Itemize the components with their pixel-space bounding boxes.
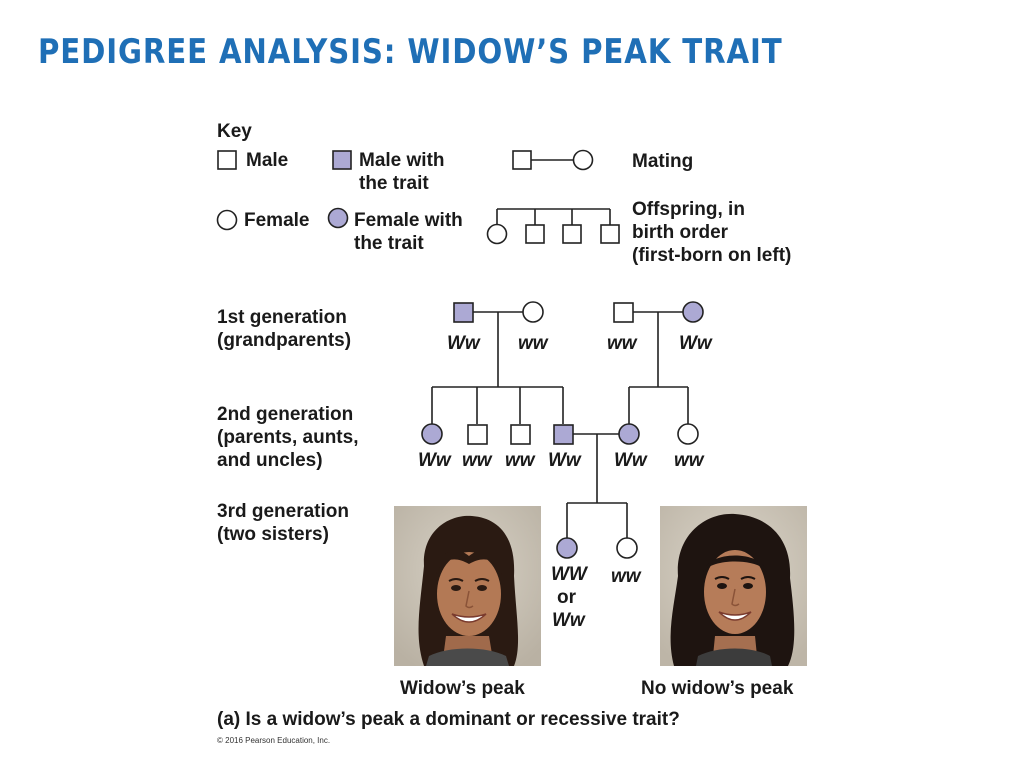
- gen3-label-1: 3rd generation: [217, 501, 349, 522]
- key-male-label: Male: [246, 150, 289, 171]
- gen1-label-1: 1st generation: [217, 307, 347, 328]
- slide-title: PEDIGREE ANALYSIS: WIDOW’S PEAK TRAIT: [38, 32, 783, 72]
- g1-male-left: [453, 302, 474, 323]
- key-offspring-label-2: birth order: [632, 222, 729, 243]
- genotype-g1-female-left: ww: [518, 333, 548, 354]
- g2-female-1: [421, 423, 443, 445]
- key-female-label: Female: [244, 210, 310, 231]
- g1-female-left: [522, 301, 544, 323]
- g2-female-5: [618, 423, 640, 445]
- g3-female-1: [556, 537, 578, 559]
- key-offspring-label-1: Offspring, in: [632, 199, 745, 220]
- genotype-g1-male-right: ww: [607, 333, 637, 354]
- photo-no-widows-peak: [660, 506, 807, 666]
- genotype-g1-female-right: Ww: [679, 333, 712, 354]
- key-mating-symbol: [512, 149, 594, 171]
- g2-male-3: [510, 424, 531, 445]
- g2-female-6: [677, 423, 699, 445]
- copyright: © 2016 Pearson Education, Inc.: [217, 736, 331, 745]
- key-offspring-label-3: (first-born on left): [632, 245, 792, 266]
- genotype-g2-3: ww: [505, 450, 535, 471]
- key-female-trait-label-1: Female with: [354, 210, 463, 231]
- gen2-label-3: and uncles): [217, 450, 323, 471]
- question-text: (a) Is a widow’s peak a dominant or rece…: [217, 709, 680, 730]
- g2-male-4: [553, 424, 574, 445]
- genotype-g2-2: ww: [462, 450, 492, 471]
- g1-male-right: [613, 302, 634, 323]
- caption-widows-peak: Widow’s peak: [400, 678, 525, 699]
- g3-female-2: [616, 537, 638, 559]
- caption-no-widows-peak: No widow’s peak: [641, 678, 794, 699]
- key-heading: Key: [217, 121, 252, 142]
- key-male-trait-symbol: [332, 150, 352, 170]
- genotype-g2-1: Ww: [418, 450, 451, 471]
- genotype-g2-4: Ww: [548, 450, 581, 471]
- genotype-g2-6: ww: [674, 450, 704, 471]
- key-female-trait-label-2: the trait: [354, 233, 424, 254]
- genotype-g2-5: Ww: [614, 450, 647, 471]
- genotype-g3-2: ww: [611, 566, 641, 587]
- key-offspring-symbol: [486, 208, 620, 245]
- genotype-g1-male-left: Ww: [447, 333, 480, 354]
- key-female-trait-symbol: [327, 207, 349, 229]
- g2-male-2: [467, 424, 488, 445]
- genotype-g3-1-a: WW: [551, 564, 587, 585]
- gen3-label-2: (two sisters): [217, 524, 329, 545]
- gen2-label-2: (parents, aunts,: [217, 427, 359, 448]
- genotype-g3-1-c: Ww: [552, 610, 585, 631]
- photo-widows-peak: [394, 506, 541, 666]
- genotype-g3-1-b: or: [557, 587, 576, 608]
- key-male-symbol: [217, 150, 237, 170]
- gen2-label-1: 2nd generation: [217, 404, 354, 425]
- key-male-trait-label-2: the trait: [359, 173, 429, 194]
- gen1-label-2: (grandparents): [217, 330, 352, 351]
- key-mating-label: Mating: [632, 151, 694, 172]
- key-female-symbol: [216, 209, 238, 231]
- g1-female-right: [682, 301, 704, 323]
- key-male-trait-label-1: Male with: [359, 150, 445, 171]
